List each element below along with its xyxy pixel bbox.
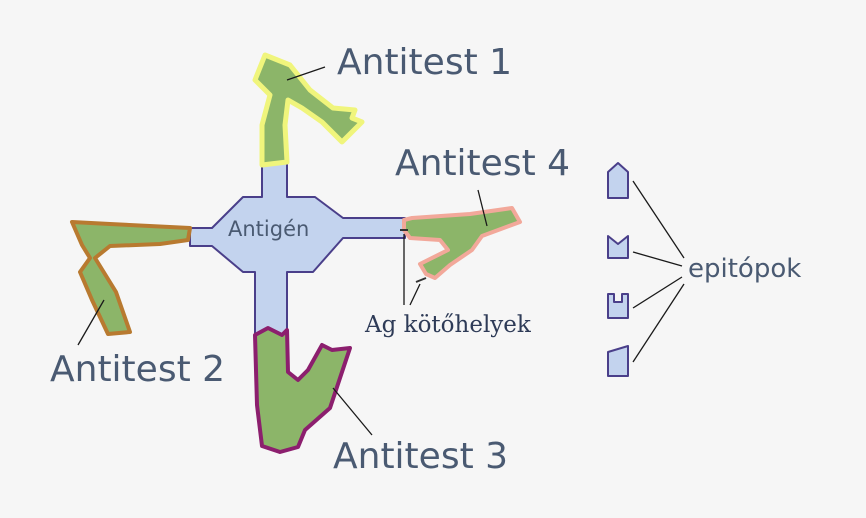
binding-site-leader-2 [409, 283, 421, 306]
antibody-3-leader [332, 387, 373, 436]
antibody-3-label: Antitest 3 [333, 436, 509, 477]
epitope-1-shape [607, 162, 629, 199]
antibody-2-label: Antitest 2 [50, 349, 226, 390]
epitope-3-shape [607, 293, 629, 319]
antibody-1-shape [252, 52, 365, 168]
antigen-label: Antigén [228, 217, 310, 241]
antibody-4-shape [402, 206, 522, 280]
epitope-leader-3 [632, 276, 683, 309]
antibody-4-label: Antitest 4 [395, 143, 571, 184]
antibody-4-leader [477, 189, 488, 227]
antibody-1-label: Antitest 1 [337, 42, 513, 83]
epitope-4-shape [607, 345, 629, 377]
binding-site-marker-2 [415, 277, 427, 283]
epitope-leader-2 [632, 251, 683, 267]
antibody-2-leader [77, 299, 105, 346]
antibody-1-leader [286, 66, 326, 81]
epitope-leader-4 [632, 283, 685, 363]
epitopes-label: epitópok [688, 254, 802, 284]
binding-sites-label: Ag kötőhelyek [365, 312, 531, 338]
antibody-2-shape [70, 220, 192, 336]
antibody-3-shape [253, 326, 352, 454]
antigen-shape [189, 159, 406, 336]
epitope-leader-1 [632, 180, 685, 259]
epitope-2-shape [607, 235, 629, 259]
